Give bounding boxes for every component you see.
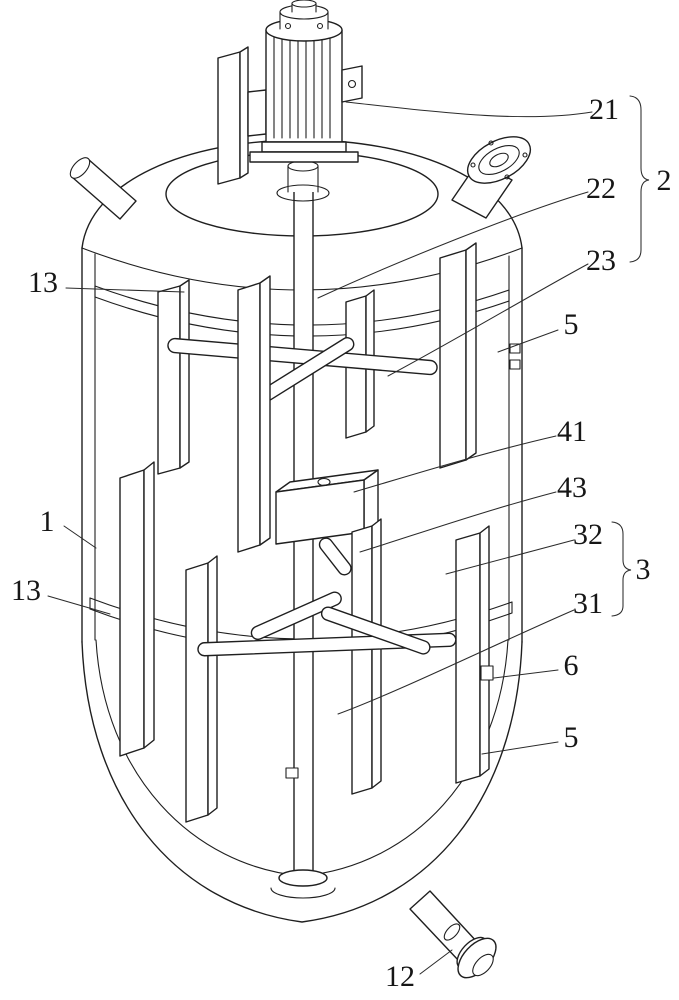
leader-lines	[47, 101, 593, 975]
motor-terminal-box	[341, 65, 363, 103]
baffle-upper-center-left	[237, 275, 271, 553]
baffle-lower-center-right	[351, 518, 382, 795]
motor-base	[261, 141, 347, 153]
upper-paddles	[167, 337, 438, 402]
ref-label-43: 43	[557, 471, 587, 504]
ref-label-5-lower: 5	[563, 721, 579, 754]
baffle-upper-right	[439, 242, 477, 469]
baffle-lower-center-left	[185, 555, 218, 823]
wall-clamp-upper	[509, 343, 521, 370]
ref-label-22: 22	[586, 172, 616, 205]
motor-body	[265, 29, 343, 143]
ref-label-13-upper: 13	[28, 266, 58, 299]
ref-label-1: 1	[39, 505, 55, 538]
ref-label-32: 32	[573, 518, 603, 551]
motor	[217, 0, 363, 185]
block-hole	[317, 477, 331, 487]
baffle-clamp	[480, 665, 494, 681]
lower-paddles	[197, 537, 457, 657]
ref-label-6: 6	[563, 649, 579, 682]
ref-label-31: 31	[573, 587, 603, 620]
ref-label-2: 2	[656, 164, 672, 197]
ref-label-12: 12	[385, 960, 415, 993]
inlet-pipe-left	[69, 157, 137, 220]
port-flange	[466, 136, 532, 184]
inlet-port-right	[451, 136, 532, 219]
ref-label-3: 3	[635, 553, 651, 586]
motor-mount-plate	[217, 51, 241, 185]
shaft-bottom-bearing	[278, 869, 328, 887]
baffle-lower-right	[455, 525, 490, 784]
baffle-upper-left	[157, 279, 190, 475]
drain-pipe	[409, 890, 497, 979]
coupling-block	[275, 469, 379, 545]
drain-valve-stub	[443, 923, 461, 941]
ref-label-5-upper: 5	[563, 308, 579, 341]
shaft-guide	[285, 767, 299, 779]
brace-group-3	[611, 521, 632, 617]
ref-label-41: 41	[557, 415, 587, 448]
coupling-pin	[318, 537, 352, 576]
ref-label-13-lower: 13	[11, 574, 41, 607]
ref-label-23: 23	[586, 244, 616, 277]
ref-label-21: 21	[589, 93, 619, 126]
brace-group-2	[629, 95, 650, 263]
baffle-lower-left	[119, 461, 155, 757]
